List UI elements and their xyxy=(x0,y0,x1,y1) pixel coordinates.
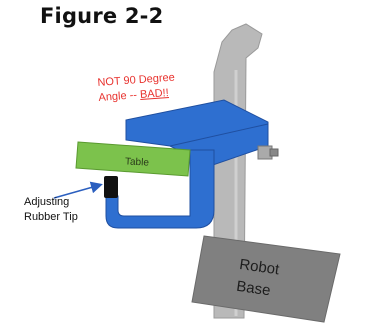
warning-prefix: Angle -- xyxy=(98,89,141,104)
table-label: Table xyxy=(124,156,150,169)
table xyxy=(75,141,191,177)
robot-base-label: Robot Base xyxy=(235,254,281,303)
clamp-body xyxy=(105,149,215,229)
adjusting-line-1: Adjusting xyxy=(24,196,70,208)
adjusting-arrow xyxy=(53,181,103,199)
clamp-top-jaw xyxy=(125,99,269,167)
rubber-tip xyxy=(104,176,118,198)
robot-base xyxy=(191,235,341,323)
figure-title: Figure 2-2 xyxy=(40,4,164,28)
angle-warning-callout: NOT 90 Degree Angle -- BAD!! xyxy=(97,71,176,106)
warning-emphasis: BAD!! xyxy=(139,87,170,102)
adjusting-line-2: Rubber Tip xyxy=(24,211,78,223)
adjusting-rubber-tip-label: Adjusting Rubber Tip xyxy=(24,195,78,225)
